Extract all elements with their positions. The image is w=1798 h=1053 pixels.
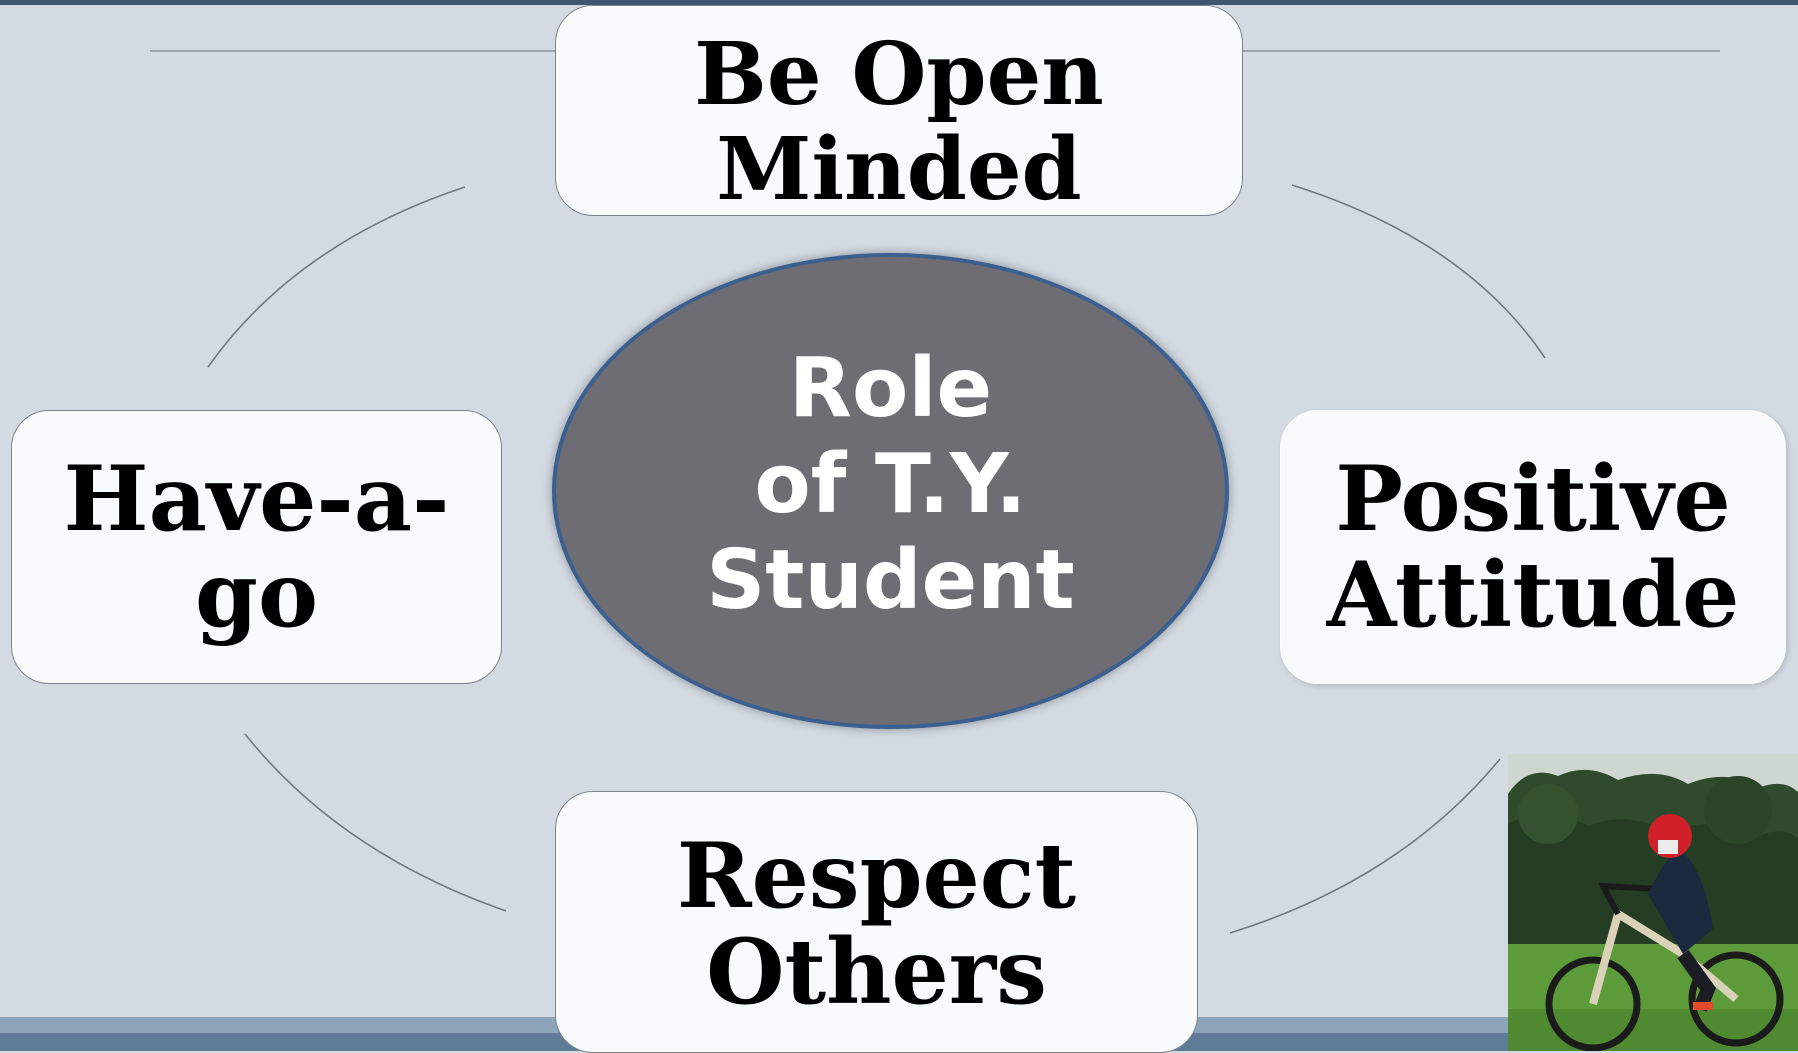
node-have-a-go: Have-a- go [11,410,502,684]
node-positive-attitude: Positive Attitude [1280,410,1786,684]
arc-top-left [207,186,466,368]
cyclist-photo [1508,754,1798,1051]
node-top-label: Be Open Minded [694,24,1104,220]
node-be-open-minded: Be Open Minded [555,5,1243,216]
node-respect-others: Respect Others [555,791,1198,1053]
arc-bottom-right [1229,758,1501,934]
node-right-label: Positive Attitude [1326,445,1740,648]
node-left-label: Have-a- go [63,445,450,648]
center-label: Role of T.Y. Student [706,341,1075,628]
top-accent-bar [0,0,1798,5]
arc-bottom-left [244,733,507,912]
node-bottom-label: Respect Others [676,823,1077,1026]
center-oval: Role of T.Y. Student [552,253,1229,729]
cyclist-photo-icon [1508,754,1798,1051]
arc-top-right [1291,184,1546,359]
